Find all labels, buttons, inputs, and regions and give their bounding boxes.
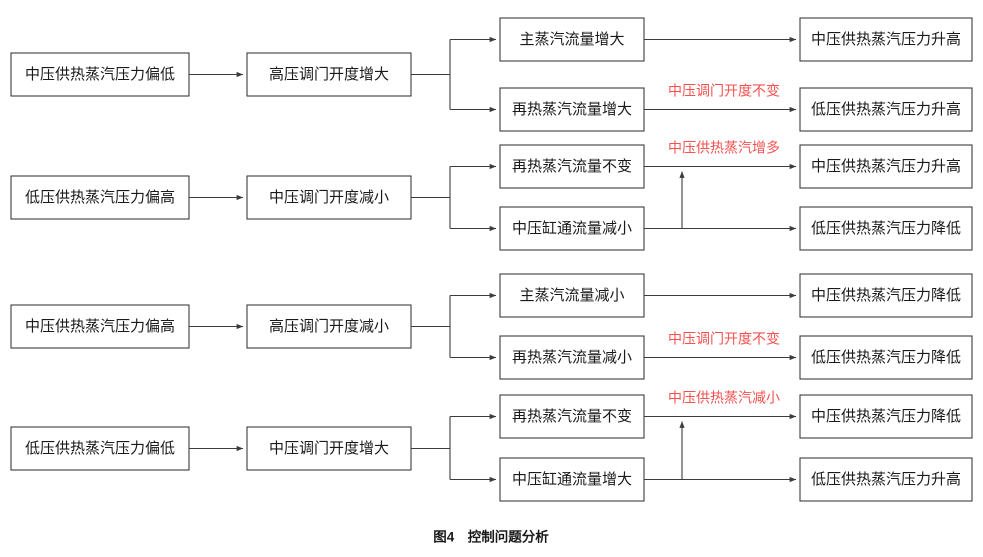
result-box-2-1: 中压供热蒸汽压力升高: [799, 144, 973, 189]
node-label: 低压供热蒸汽压力降低: [811, 349, 961, 366]
action-box-1: 高压调门开度增大: [246, 52, 412, 97]
result-box-1-2: 低压供热蒸汽压力升高: [799, 87, 973, 132]
node-label: 中压调门开度减小: [269, 189, 389, 206]
effect-box-4-2: 中压缸通流量增大: [499, 457, 645, 502]
node-label: 中压供热蒸汽压力偏低: [25, 66, 175, 83]
effect-box-1-1: 主蒸汽流量增大: [499, 17, 645, 62]
node-label: 主蒸汽流量增大: [519, 31, 624, 48]
effect-box-1-2: 再热蒸汽流量增大: [499, 87, 645, 132]
effect-box-4-1: 再热蒸汽流量不变: [499, 394, 645, 439]
node-label: 低压供热蒸汽压力升高: [811, 471, 961, 488]
node-label: 中压供热蒸汽压力降低: [811, 287, 961, 304]
edges-layer: [189, 36, 797, 483]
result-box-3-2: 低压供热蒸汽压力降低: [799, 335, 973, 380]
node-label: 低压供热蒸汽压力偏低: [25, 440, 175, 457]
result-box-4-1: 中压供热蒸汽压力降低: [799, 394, 973, 439]
node-label: 中压缸通流量减小: [512, 219, 632, 237]
node-label: 再热蒸汽流量减小: [512, 349, 632, 366]
edge-label-2-1: 中压供热蒸汽增多: [668, 140, 780, 157]
action-box-2: 中压调门开度减小: [246, 175, 412, 220]
figure-caption: 图4 控制问题分析: [433, 529, 549, 545]
node-label: 高压调门开度减小: [269, 318, 389, 335]
node-label: 中压缸通流量增大: [512, 470, 632, 488]
node-label: 中压供热蒸汽压力偏高: [25, 318, 175, 335]
edge-label-3-2: 中压调门开度不变: [668, 332, 780, 348]
node-label: 中压调门开度增大: [269, 440, 389, 457]
node-label: 低压供热蒸汽压力偏高: [25, 189, 175, 206]
action-box-3: 高压调门开度减小: [246, 304, 412, 349]
effect-box-3-2: 再热蒸汽流量减小: [499, 335, 645, 380]
effect-box-3-1: 主蒸汽流量减小: [499, 273, 645, 318]
effect-box-2-1: 再热蒸汽流量不变: [499, 144, 645, 189]
result-box-1-1: 中压供热蒸汽压力升高: [799, 17, 973, 62]
node-label: 高压调门开度增大: [269, 66, 389, 83]
edge-label-4-1: 中压供热蒸汽减小: [668, 391, 780, 407]
result-box-4-2: 低压供热蒸汽压力升高: [799, 457, 973, 502]
node-label: 再热蒸汽流量不变: [512, 158, 632, 175]
nodes-layer: 中压供热蒸汽压力偏低高压调门开度增大主蒸汽流量增大中压供热蒸汽压力升高再热蒸汽流…: [10, 17, 973, 502]
node-label: 低压供热蒸汽压力降低: [811, 220, 961, 237]
cause-box-1: 中压供热蒸汽压力偏低: [10, 52, 190, 97]
node-label: 再热蒸汽流量增大: [512, 101, 632, 118]
node-label: 中压供热蒸汽压力升高: [811, 31, 961, 48]
node-label: 中压供热蒸汽压力升高: [811, 158, 961, 175]
node-label: 低压供热蒸汽压力升高: [811, 101, 961, 118]
effect-box-2-2: 中压缸通流量减小: [499, 206, 645, 251]
cause-box-4: 低压供热蒸汽压力偏低: [10, 426, 190, 471]
node-label: 再热蒸汽流量不变: [512, 408, 632, 425]
cause-box-2: 低压供热蒸汽压力偏高: [10, 175, 190, 220]
result-box-3-1: 中压供热蒸汽压力降低: [799, 273, 973, 318]
node-label: 中压供热蒸汽压力降低: [811, 408, 961, 425]
cause-box-3: 中压供热蒸汽压力偏高: [10, 304, 190, 349]
edge-label-1-2: 中压调门开度不变: [668, 84, 780, 100]
result-box-2-2: 低压供热蒸汽压力降低: [799, 206, 973, 251]
node-label: 主蒸汽流量减小: [519, 287, 624, 304]
action-box-4: 中压调门开度增大: [246, 426, 412, 471]
